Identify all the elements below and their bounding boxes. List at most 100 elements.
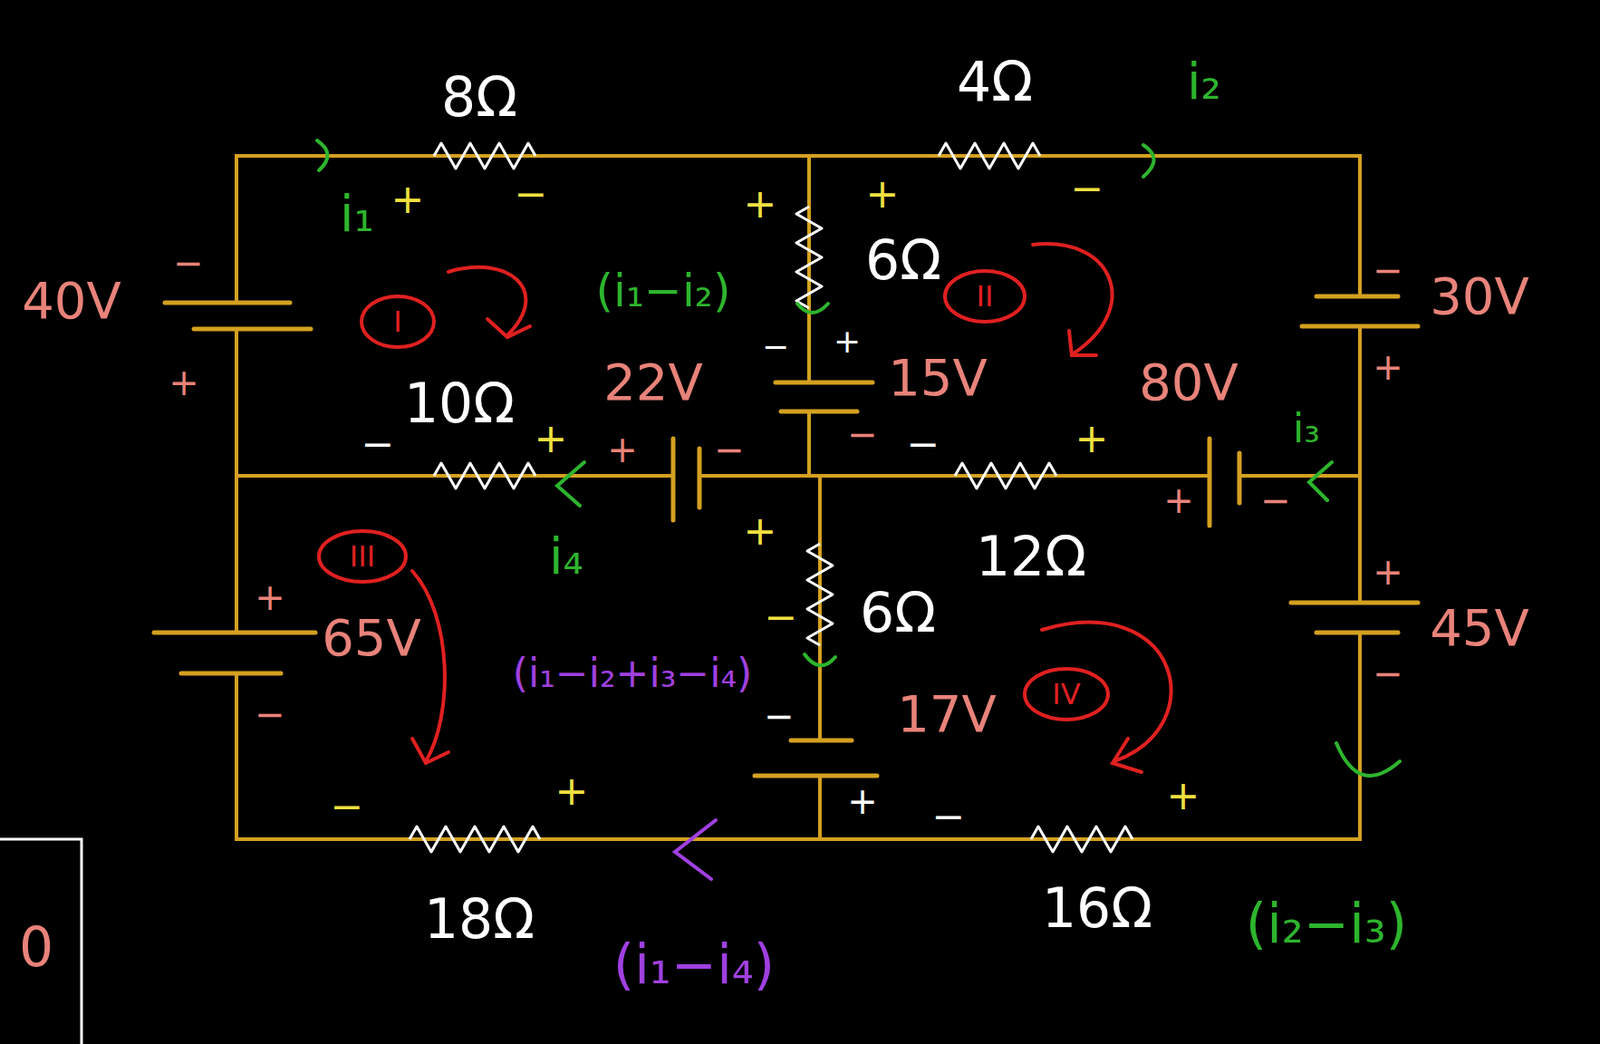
label-anchor: − <box>764 597 799 637</box>
polarity-sign: + <box>168 361 200 404</box>
polarity-sign: + <box>833 322 861 360</box>
label-anchor: + <box>743 510 778 551</box>
polarity-sign: − <box>173 241 204 284</box>
resistor-symbol <box>409 826 540 852</box>
polarity-sign: − <box>361 420 396 467</box>
polarity-sign: − <box>330 782 365 829</box>
resistor-symbol <box>433 143 536 169</box>
label-anchor: 4Ω <box>956 54 1033 109</box>
label-anchor: + <box>1075 418 1109 459</box>
polarity-sign: − <box>254 693 286 735</box>
current-label: i₂ <box>1186 51 1222 111</box>
current-label: (i₁−i₂+i₃−i₄) <box>512 649 752 696</box>
polarity-sign: − <box>761 327 790 366</box>
current-label: (i₁−i₂) <box>596 264 732 318</box>
label-anchor: III <box>349 541 376 571</box>
resistor-symbol <box>433 462 536 489</box>
label-anchor: − <box>1372 655 1404 692</box>
polarity-sign: + <box>391 175 425 222</box>
polarity-sign: + <box>1372 346 1404 388</box>
label-anchor: + <box>168 364 200 401</box>
polarity-sign: − <box>763 694 795 737</box>
polarity-sign: + <box>534 414 569 462</box>
battery-gaps <box>226 298 1370 774</box>
polarity-sign: + <box>254 576 286 618</box>
label-anchor: I <box>393 307 402 337</box>
label-anchor: − <box>932 796 966 837</box>
center-wire <box>807 155 811 476</box>
polarity-sign: + <box>1166 771 1201 819</box>
loop-number: I <box>393 304 402 339</box>
resistor-symbol <box>807 543 833 646</box>
label-anchor: − <box>173 244 204 281</box>
label-anchor: + <box>1372 553 1404 590</box>
label-anchor: + <box>254 578 286 616</box>
resistor-symbol <box>938 143 1041 169</box>
resistor-symbol <box>1031 826 1133 852</box>
label-anchor: 18Ω <box>424 891 535 946</box>
voltage-label: 30V <box>1429 266 1530 326</box>
voltage-label: 45V <box>1429 597 1530 657</box>
current-label: i₃ <box>1292 404 1321 452</box>
label-anchor: 6Ω <box>865 232 942 288</box>
polarity-sign: − <box>847 413 878 455</box>
label-anchor: − <box>847 415 878 453</box>
polarity-sign: − <box>514 170 549 217</box>
label-anchor: IV <box>1051 679 1080 709</box>
resistance-label: 12Ω <box>975 524 1087 588</box>
polarity-sign: + <box>866 170 900 217</box>
resistance-label: 8Ω <box>441 65 518 129</box>
current-label: (i₁−i₄) <box>613 932 776 996</box>
resistance-label: 10Ω <box>404 371 515 435</box>
label-anchor: − <box>761 330 790 364</box>
label-anchor: − <box>361 424 396 464</box>
polarity-sign: − <box>1372 652 1404 694</box>
voltage-label: 22V <box>603 352 704 412</box>
label-anchor: − <box>713 431 745 468</box>
label-anchor: − <box>906 424 941 464</box>
label-anchor: 0 <box>19 919 54 974</box>
label-anchor: 65V <box>321 612 422 664</box>
label-anchor: i₃ <box>1292 408 1321 449</box>
label-anchor: + <box>555 771 589 811</box>
polarity-sign: + <box>607 428 638 471</box>
label-anchor: 12Ω <box>975 529 1087 584</box>
polarity-sign: − <box>1372 249 1404 291</box>
outer-wire <box>236 155 1360 839</box>
loop-number: II <box>976 279 994 314</box>
label-anchor: 17V <box>896 688 997 740</box>
label-anchor: (i₁−i₂) <box>596 268 732 314</box>
voltage-label: 65V <box>321 607 422 667</box>
polarity-sign: − <box>906 420 941 467</box>
cut-off-box <box>0 838 82 1044</box>
label-anchor: 6Ω <box>859 585 936 640</box>
polarity-sign: + <box>743 507 778 554</box>
label-anchor: + <box>391 179 425 220</box>
label-anchor: II <box>976 281 994 311</box>
label-anchor: − <box>330 786 365 827</box>
label-anchor: i₁ <box>339 188 375 240</box>
polarity-sign: − <box>932 792 966 839</box>
label-anchor: 40V <box>21 275 122 327</box>
label-anchor: + <box>833 325 861 358</box>
label-anchor: 30V <box>1429 270 1530 322</box>
resistance-label: 6Ω <box>859 580 936 645</box>
resistance-label: 6Ω <box>865 228 942 292</box>
voltage-label: 15V <box>887 347 988 407</box>
loop-marks <box>318 243 1172 772</box>
label-anchor: + <box>1166 775 1201 816</box>
polarity-sign: + <box>743 180 778 227</box>
resistance-label: 18Ω <box>424 886 535 951</box>
label-anchor: + <box>1372 348 1404 386</box>
label-anchor: + <box>1163 481 1195 519</box>
polarity-sign: + <box>1163 479 1195 521</box>
polarity-sign: + <box>1075 414 1109 462</box>
current-label: i₄ <box>549 526 584 586</box>
voltage-label: 40V <box>21 270 122 330</box>
label-anchor: − <box>254 695 286 733</box>
label-anchor: 15V <box>887 352 988 404</box>
resistance-label: 16Ω <box>1041 876 1153 940</box>
current-label: (i₂−i₃) <box>1245 891 1408 955</box>
